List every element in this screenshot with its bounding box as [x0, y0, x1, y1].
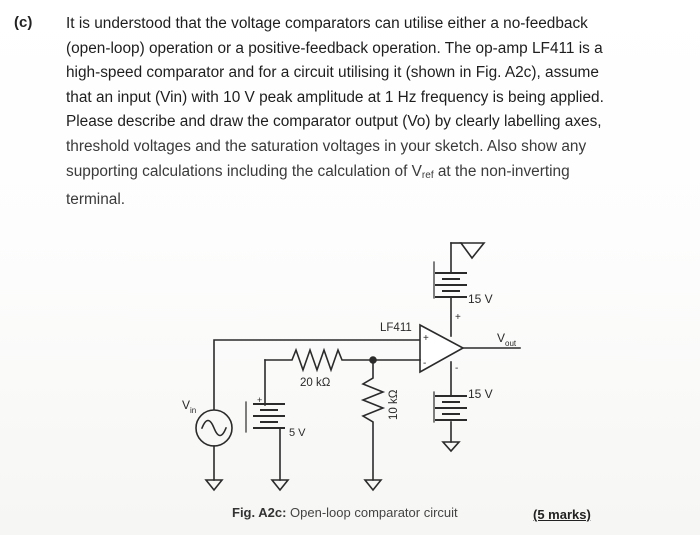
supply-bottom-label: 15 V [468, 387, 493, 401]
sine-wave-icon [200, 419, 228, 437]
resistor-20k-label: 20 kΩ [300, 377, 331, 389]
question-line-part: supporting calculations including the ca… [66, 162, 408, 180]
supply-minus-sign: - [455, 363, 458, 374]
input-label: Vin [182, 398, 196, 415]
ground-symbol [204, 479, 224, 492]
resistor-10k [360, 362, 386, 481]
ground-symbol [459, 242, 486, 260]
resistor-10k-label: 10 kΩ [388, 389, 400, 420]
battery-label: 5 V [289, 427, 306, 439]
question-line: (open-loop) operation or a positive-feed… [66, 39, 603, 57]
question-line: high-speed comparator and for a circuit … [66, 64, 599, 82]
ground-symbol [270, 479, 290, 492]
supply-top-label: 15 V [468, 292, 493, 306]
opamp-plus-sign: + [423, 333, 429, 344]
supply-plus-sign: + [455, 312, 461, 323]
input-wire [213, 339, 421, 410]
output-label: Vout [497, 331, 517, 348]
question-line-vref: supporting calculations including the ca… [66, 160, 666, 189]
question-line-part: at the non-inverting [437, 162, 570, 180]
question-line: terminal. [66, 191, 126, 209]
question-line: It is understood that the voltage compar… [66, 15, 588, 32]
question-line: threshold voltages and the saturation vo… [66, 137, 587, 155]
marks-label: (5 marks) [533, 507, 591, 522]
question-line: Please describe and draw the comparator … [66, 113, 602, 131]
resistor-20k [264, 347, 374, 373]
ground-symbol [363, 479, 383, 492]
vref-symbol: Vref [411, 162, 434, 181]
question-label: (c) [14, 14, 33, 31]
opamp-minus-sign: - [423, 358, 426, 369]
figure-caption: Fig. A2c: Open-loop comparator circuit [232, 505, 458, 520]
ground-symbol [441, 441, 461, 453]
question-text: It is understood that the voltage compar… [66, 12, 666, 213]
question-line: that an input (Vin) with 10 V peak ampli… [66, 88, 604, 106]
opamp-symbol [419, 323, 465, 374]
opamp-label: LF411 [380, 322, 412, 334]
battery-plus-sign: + [257, 395, 262, 405]
